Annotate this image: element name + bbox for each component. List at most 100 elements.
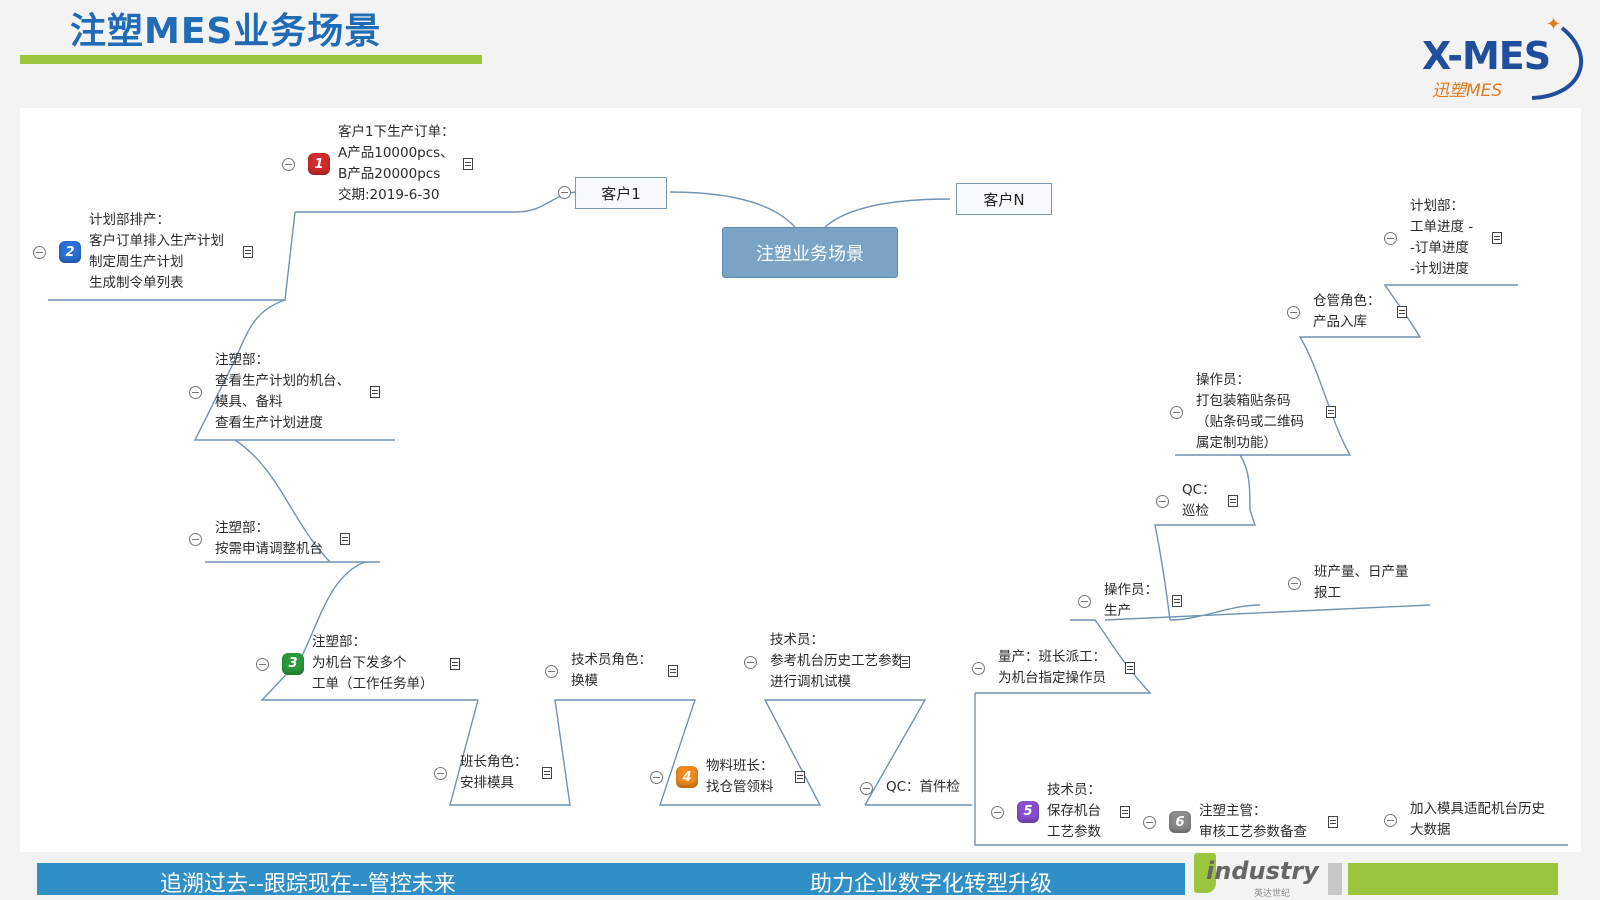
node-text-line: 属定制功能） bbox=[1196, 435, 1277, 451]
node-text-line: 参考机台历史工艺参数 bbox=[770, 653, 905, 669]
collapse-icon[interactable] bbox=[434, 767, 447, 780]
collapse-icon[interactable] bbox=[282, 158, 295, 171]
note-icon[interactable] bbox=[1120, 805, 1130, 818]
mindmap-node-n15[interactable]: 操作员： 生产 bbox=[1104, 580, 1158, 622]
collapse-icon[interactable] bbox=[1143, 816, 1156, 829]
mindmap-node-n14[interactable]: 加入模具适配机台历史大数据 bbox=[1410, 799, 1545, 841]
collapse-icon[interactable] bbox=[1078, 595, 1091, 608]
note-icon[interactable] bbox=[1397, 306, 1407, 318]
node-text-line: 换模 bbox=[571, 673, 598, 689]
logo-sub-text: 迅塑MES bbox=[1432, 81, 1503, 101]
mindmap-node-n9[interactable]: 技术员：参考机台历史工艺参数进行调机试模 bbox=[770, 630, 905, 693]
node-text-line: 查看生产计划进度 bbox=[215, 415, 323, 431]
node-text-line: QC： bbox=[1182, 482, 1216, 498]
priority-badge-icon: 5 bbox=[1017, 800, 1039, 823]
node-text-line: 进行调机试模 bbox=[770, 674, 851, 690]
customer1-node[interactable]: 客户1 bbox=[575, 177, 667, 209]
collapse-icon[interactable] bbox=[33, 246, 46, 259]
node-text-line: 为机台指定操作员 bbox=[998, 670, 1106, 686]
note-icon[interactable] bbox=[1328, 816, 1338, 828]
node-text-line: B产品20000pcs bbox=[338, 166, 441, 182]
mindmap-node-n20[interactable]: 计划部：工单进度 --订单进度-计划进度 bbox=[1410, 196, 1473, 280]
node-text-line: 操作员： bbox=[1104, 582, 1158, 598]
center-node[interactable]: 注塑业务场景 bbox=[722, 227, 898, 278]
node-text-line: 巡检 bbox=[1182, 503, 1209, 519]
node-text-line: 加入模具适配机台历史 bbox=[1410, 801, 1545, 817]
mindmap-node-n12[interactable]: 技术员：保存机台工艺参数 bbox=[1047, 780, 1101, 843]
note-icon[interactable] bbox=[1326, 406, 1336, 418]
node-text-line: 找仓管领料 bbox=[706, 779, 774, 795]
note-icon[interactable] bbox=[463, 158, 473, 170]
mindmap-node-n2[interactable]: 计划部排产：客户订单排入生产计划制定周生产计划生成制令单列表 bbox=[89, 210, 224, 294]
note-icon[interactable] bbox=[668, 665, 678, 677]
note-icon[interactable] bbox=[795, 771, 805, 783]
node-text-line: 量产：班长派工： bbox=[998, 649, 1106, 665]
collapse-icon[interactable] bbox=[545, 665, 558, 678]
mindmap-node-n16[interactable]: 班产量、日产量报工 bbox=[1314, 562, 1409, 604]
collapse-icon[interactable] bbox=[256, 657, 269, 671]
note-icon[interactable] bbox=[1492, 232, 1502, 244]
footer-bar bbox=[37, 863, 1185, 895]
collapse-icon[interactable] bbox=[189, 533, 202, 546]
mindmap-node-n3[interactable]: 注塑部：查看生产计划的机台、模具、备料查看生产计划进度 bbox=[215, 350, 350, 434]
note-icon[interactable] bbox=[542, 767, 552, 779]
node-text-line: 查看生产计划的机台、 bbox=[215, 373, 350, 389]
node-text-line: -订单进度 bbox=[1410, 240, 1469, 256]
mindmap-node-n18[interactable]: 操作员：打包装箱贴条码（贴条码或二维码属定制功能） bbox=[1196, 370, 1304, 454]
mindmap-node-n7[interactable]: 技术员角色：换模 bbox=[571, 650, 652, 692]
industry-logo-word: industry bbox=[1206, 857, 1319, 885]
collapse-icon[interactable] bbox=[1384, 232, 1397, 245]
collapse-icon[interactable] bbox=[558, 186, 571, 199]
node-text-line: 生产 bbox=[1104, 603, 1131, 619]
collapse-icon[interactable] bbox=[860, 781, 873, 795]
node-text-line: 计划部排产： bbox=[89, 212, 170, 228]
note-icon[interactable] bbox=[370, 386, 380, 398]
collapse-icon[interactable] bbox=[650, 771, 663, 784]
priority-badge-icon: 3 bbox=[282, 652, 304, 675]
footer-slogan-left: 追溯过去--跟踪现在--管控未来 bbox=[160, 872, 456, 897]
node-text-line: 注塑部： bbox=[312, 634, 366, 650]
collapse-icon[interactable] bbox=[1287, 306, 1300, 319]
collapse-icon[interactable] bbox=[1288, 577, 1301, 590]
collapse-icon[interactable] bbox=[1384, 814, 1397, 827]
note-icon[interactable] bbox=[340, 533, 350, 545]
node-text-line: A产品10000pcs、 bbox=[338, 145, 454, 161]
mindmap-node-n4[interactable]: 注塑部： 按需申请调整机台 bbox=[215, 518, 323, 560]
node-text-line: 制定周生产计划 bbox=[89, 254, 184, 270]
industry-logo-sub: 英达世纪 bbox=[1254, 889, 1291, 899]
node-text-line: 客户1下生产订单： bbox=[338, 124, 455, 140]
footer-divider bbox=[1328, 863, 1342, 895]
note-icon[interactable] bbox=[900, 655, 910, 668]
node-text-line: 安排模具 bbox=[460, 775, 514, 791]
customerN-node[interactable]: 客户N bbox=[956, 183, 1052, 215]
collapse-icon[interactable] bbox=[1156, 495, 1169, 508]
node-text-line: 注塑部： bbox=[215, 520, 269, 536]
node-text-line: 按需申请调整机台 bbox=[215, 541, 323, 557]
collapse-icon[interactable] bbox=[744, 655, 757, 669]
mindmap-node-n19[interactable]: 仓管角色：产品入库 bbox=[1313, 291, 1381, 333]
collapse-icon[interactable] bbox=[991, 805, 1004, 819]
note-icon[interactable] bbox=[243, 246, 253, 258]
mindmap-node-n6[interactable]: 班长角色： 安排模具 bbox=[460, 752, 528, 794]
node-text-line: 操作员： bbox=[1196, 372, 1250, 388]
mindmap-node-n5[interactable]: 注塑部：为机台下发多个工单（工作任务单） bbox=[312, 632, 434, 695]
collapse-icon[interactable] bbox=[1170, 406, 1183, 419]
node-text-line: 班长角色： bbox=[460, 754, 528, 770]
node-text-line: 注塑主管： bbox=[1199, 803, 1267, 819]
node-text-line: 产品入库 bbox=[1313, 314, 1367, 330]
note-icon[interactable] bbox=[1228, 495, 1238, 507]
mindmap-node-n11[interactable]: 量产：班长派工： 为机台指定操作员 bbox=[998, 647, 1106, 689]
note-icon[interactable] bbox=[1125, 662, 1135, 674]
mindmap-node-n8[interactable]: 物料班长：找仓管领料 bbox=[706, 756, 774, 798]
node-text-line: 工单（工作任务单） bbox=[312, 676, 434, 692]
note-icon[interactable] bbox=[1172, 595, 1182, 607]
node-text-line: 审核工艺参数备查 bbox=[1199, 824, 1307, 840]
mindmap-node-n17[interactable]: QC： 巡检 bbox=[1182, 480, 1216, 522]
note-icon[interactable] bbox=[450, 657, 460, 670]
mindmap-node-n10[interactable]: QC：首件检 bbox=[886, 777, 960, 798]
collapse-icon[interactable] bbox=[189, 386, 202, 399]
node-text-line: 保存机台 bbox=[1047, 803, 1101, 819]
collapse-icon[interactable] bbox=[972, 662, 985, 675]
mindmap-node-n13[interactable]: 注塑主管： 审核工艺参数备查 bbox=[1199, 801, 1307, 843]
